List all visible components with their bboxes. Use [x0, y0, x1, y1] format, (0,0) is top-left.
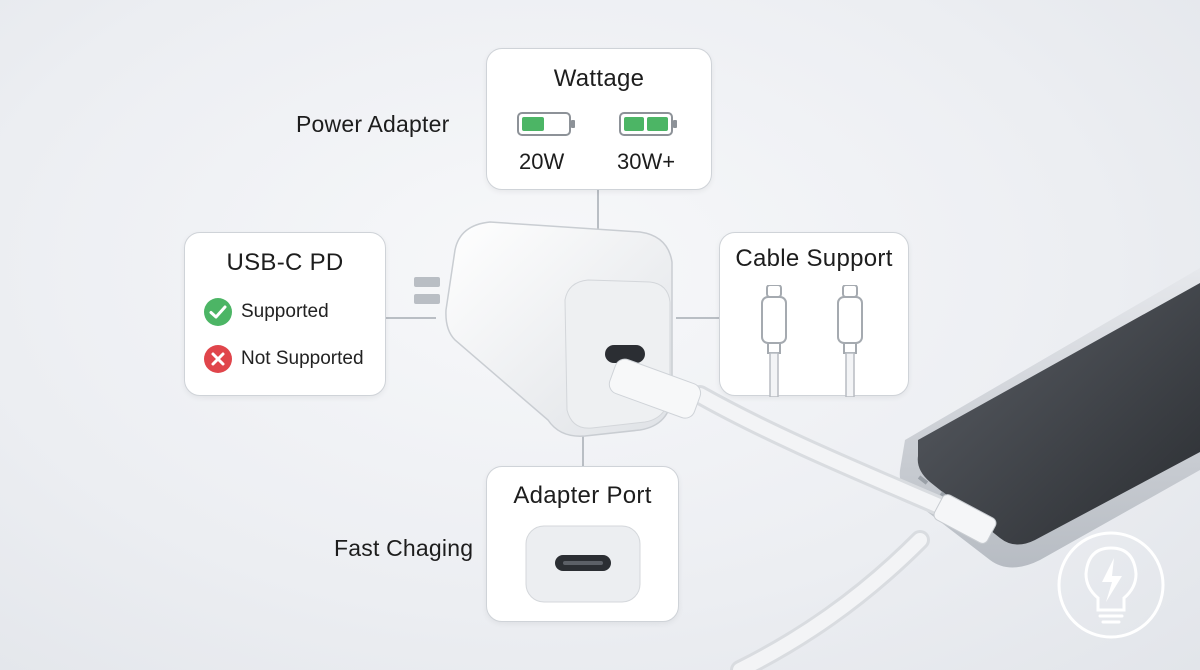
connector-wattage [597, 190, 599, 250]
check-circle-icon [204, 298, 232, 326]
usb-c-port-icon [525, 525, 641, 603]
status-label: Not Supported [241, 348, 364, 369]
lightning-bulb-logo [1057, 531, 1165, 639]
adapter-port-title: Adapter Port [513, 482, 652, 509]
wattage-option-label: 20W [519, 149, 565, 174]
battery-icon [517, 112, 575, 136]
status-not-supported: Not Supported [203, 344, 364, 374]
usb-c-cable-icon [837, 285, 863, 397]
usb-c-cable-icon [761, 285, 787, 397]
fast-charging-label: Fast Chaging [334, 535, 474, 561]
power-adapter-icon [414, 221, 702, 437]
cable-support-title: Cable Support [735, 245, 893, 272]
wattage-card: Wattage 20W 30W+ [486, 48, 712, 190]
power-adapter-label: Power Adapter [296, 111, 450, 137]
wattage-title: Wattage [553, 65, 645, 92]
usb-c-pd-title: USB-C PD [226, 249, 344, 276]
connector-port [582, 430, 584, 466]
connector-cable [676, 317, 720, 319]
wattage-option-label: 30W+ [617, 149, 676, 174]
status-supported: Supported [203, 297, 329, 327]
battery-icon [619, 112, 677, 136]
adapter-port-card: Adapter Port [486, 466, 679, 622]
connector-usb-pd [386, 317, 436, 319]
cross-circle-icon [204, 345, 232, 373]
cable-support-card: Cable Support [719, 232, 909, 397]
status-label: Supported [241, 301, 329, 322]
usb-c-cable [690, 385, 997, 670]
usb-c-pd-card: USB-C PD Supported Not Supported [184, 232, 386, 396]
